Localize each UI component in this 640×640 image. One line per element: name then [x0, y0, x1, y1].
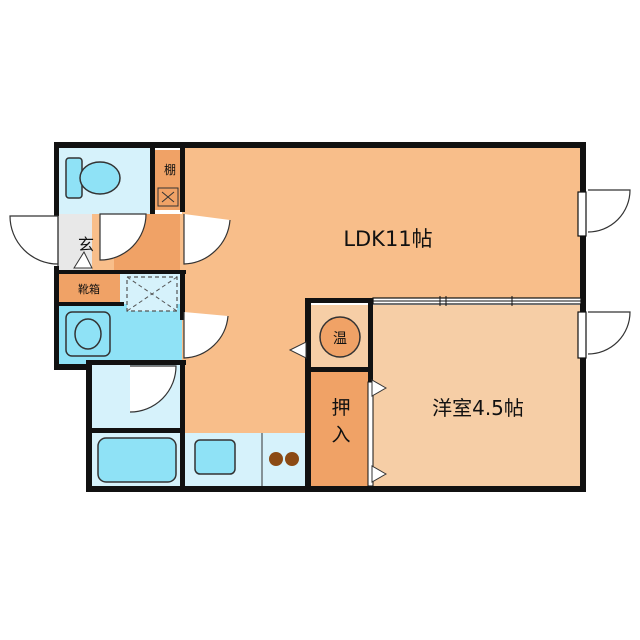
- closet-arrow-top: [371, 379, 388, 397]
- closet-arrow-bottom: [371, 465, 388, 483]
- washroom-door-swing[interactable]: [183, 312, 229, 359]
- wall-wash-bottom: [86, 360, 186, 365]
- wall-left-top: [54, 142, 59, 216]
- pan-diagonal-2: [126, 276, 178, 312]
- ldk-floor: [182, 147, 580, 300]
- wall-entry-bottom: [54, 270, 186, 274]
- wall-right-mid: [580, 236, 586, 312]
- stove-burner-right: [285, 452, 299, 466]
- balcony-door-western-swing[interactable]: [587, 311, 631, 355]
- window-western[interactable]: [577, 311, 587, 359]
- wall-right-top: [580, 142, 586, 192]
- closet-label-bottom: 入: [331, 424, 350, 446]
- toilet-door-swing[interactable]: [99, 213, 147, 261]
- closet-door-track[interactable]: [367, 381, 374, 487]
- wall-right-bottom: [580, 358, 586, 492]
- wall-closet-left: [305, 298, 311, 492]
- entrance-step-marker: [73, 250, 93, 269]
- closet-label-top: 押: [331, 397, 350, 419]
- wall-wash-right: [180, 360, 185, 492]
- kitchen-sink: [194, 439, 236, 475]
- wall-cabinet-right: [180, 270, 185, 320]
- water-heater-label: 温: [333, 331, 347, 347]
- wall-bath-top: [86, 428, 185, 433]
- toilet-bowl: [79, 161, 121, 195]
- entry-arrow-ldk: [288, 341, 307, 359]
- water-heater-circle: [319, 316, 361, 358]
- wall-left-mid: [54, 266, 59, 370]
- wall-shelf-right: [180, 142, 185, 212]
- stove-burner-left: [269, 452, 283, 466]
- western-room-label: 洋室4.5帖: [432, 396, 524, 420]
- walls: [54, 142, 586, 492]
- wall-bottom-left: [86, 486, 312, 492]
- wall-top: [54, 142, 586, 148]
- entrance-label: 玄: [78, 235, 94, 254]
- washbasin-bowl: [74, 318, 102, 350]
- balcony-door-ldk-swing[interactable]: [587, 189, 631, 233]
- wall-closet-right-top: [368, 298, 373, 382]
- western-room-floor: [370, 305, 580, 487]
- wall-shoebox-bottom: [54, 302, 124, 306]
- ldk-entry-door-swing[interactable]: [183, 214, 231, 265]
- ldk-label: LDK11帖: [343, 227, 432, 251]
- shoe-box-area: [58, 274, 120, 304]
- front-door-swing[interactable]: [9, 215, 59, 265]
- wall-bottom-right: [306, 486, 586, 492]
- wall-toilet-right: [150, 142, 155, 214]
- bath-door-swing[interactable]: [129, 365, 177, 413]
- wall-closet-top: [305, 367, 373, 372]
- window-ldk[interactable]: [577, 191, 587, 237]
- closet-floor: [310, 371, 370, 487]
- wall-left-step: [54, 364, 92, 370]
- shoe-box-label: 靴箱: [78, 282, 100, 296]
- shelf-cross-2: [161, 191, 175, 203]
- bathtub: [97, 437, 177, 483]
- wall-heater-top: [305, 298, 375, 303]
- shelf-label: 棚: [164, 162, 176, 177]
